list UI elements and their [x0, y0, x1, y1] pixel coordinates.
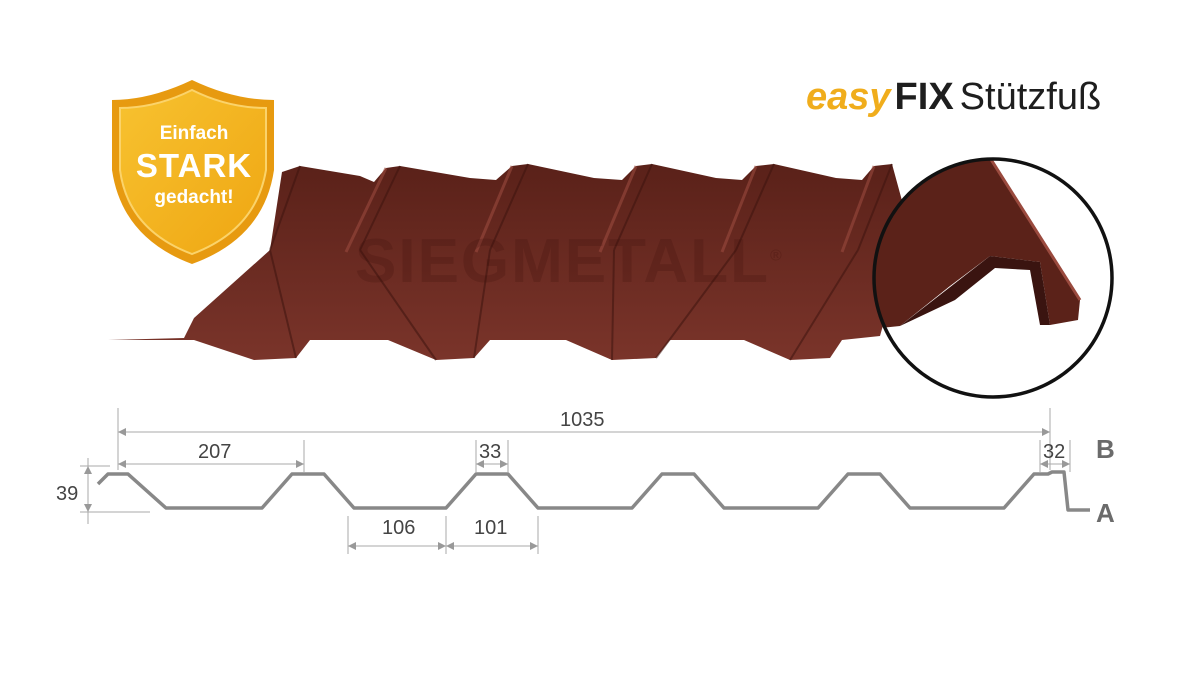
dim-top-flange: 33: [479, 441, 502, 463]
dim-web: 101: [474, 517, 508, 539]
dimension-lines: [80, 408, 1071, 554]
dim-bottom-flange: 106: [382, 517, 416, 539]
detail-magnifier: [872, 157, 1114, 399]
dim-edge-flange: 32: [1043, 441, 1066, 463]
sheet-highlights: [344, 165, 876, 253]
profiled-sheet: [108, 163, 910, 361]
brand-part-easy: easy: [806, 76, 891, 118]
cross-section-profile: [96, 470, 1090, 512]
badge-line-2: STARK: [135, 147, 253, 184]
watermark: SIEGMETALL®: [355, 227, 784, 296]
dimension-arrows: [84, 428, 1070, 550]
badge-line-3: gedacht!: [154, 187, 234, 208]
dim-pitch: 207: [198, 441, 232, 463]
quality-badge: [112, 80, 274, 264]
edge-label-a: A: [1096, 498, 1115, 528]
edge-label-b: B: [1096, 434, 1115, 464]
sheet-body: [108, 164, 910, 360]
badge-line-1: Einfach: [159, 123, 229, 144]
dim-height: 39: [56, 483, 79, 505]
brand-part-stuetzfuss: Stützfuß: [959, 76, 1102, 118]
brand-part-fix: FIX: [894, 76, 954, 118]
sheet-ribs: [269, 163, 893, 361]
dim-total-width: 1035: [560, 409, 605, 431]
magnifier-ring: [872, 157, 1114, 399]
